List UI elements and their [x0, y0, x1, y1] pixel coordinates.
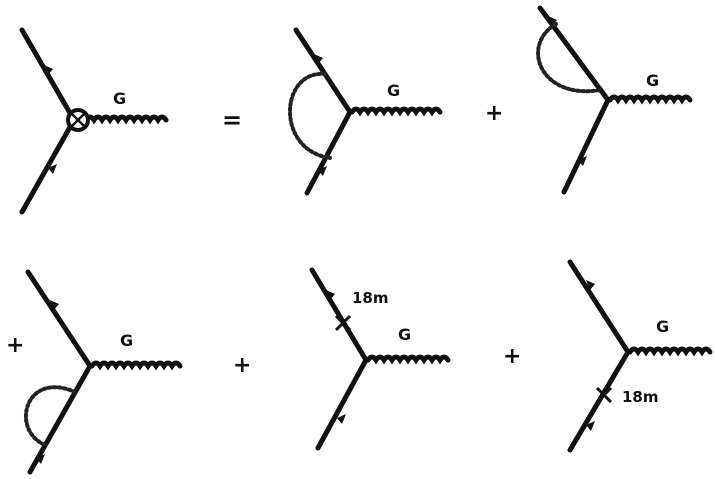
- arrow-mark: [36, 454, 45, 464]
- mass-insertion-icon: [334, 314, 352, 332]
- equals-operator: =: [222, 106, 242, 134]
- plus-operator: +: [485, 101, 503, 126]
- self-energy-loop: [536, 22, 602, 94]
- plus-operator: +: [503, 344, 521, 369]
- arrow-mark: [50, 300, 59, 310]
- arrow-mark: [586, 280, 595, 290]
- gluon-line: [365, 354, 451, 365]
- gluon-line: [607, 94, 693, 105]
- quark-line-upper: [567, 259, 631, 355]
- arrow-mark: [586, 421, 595, 431]
- quark-line-lower: [304, 109, 353, 196]
- gluon-line: [349, 106, 443, 117]
- arrow-mark: [314, 54, 323, 64]
- gluon-label: G: [656, 317, 669, 336]
- arrow-mark: [48, 164, 57, 174]
- arrow-mark: [337, 414, 346, 424]
- arrow-mark: [318, 166, 327, 176]
- mass-label: 18m: [622, 388, 659, 406]
- diagram-2: G: [288, 27, 443, 196]
- gluon-label: G: [398, 325, 411, 344]
- arrow-mark: [44, 65, 53, 75]
- arrow-mark: [326, 290, 335, 300]
- diagram-6: 18m G: [567, 259, 713, 453]
- gluon-line: [627, 346, 713, 357]
- quark-line-upper: [293, 27, 353, 115]
- mass-insertion-icon: [595, 386, 613, 404]
- cross-mark: [70, 112, 86, 128]
- arrow-mark: [578, 156, 587, 166]
- gluon-line: [83, 114, 169, 125]
- gluon-label: G: [120, 331, 133, 350]
- diagram-4: G: [23, 269, 183, 475]
- plus-operator: +: [6, 333, 24, 358]
- self-energy-loop: [23, 385, 77, 447]
- plus-operator: +: [233, 353, 251, 378]
- arrow-mark: [548, 16, 557, 26]
- quark-line-upper: [25, 269, 93, 369]
- quark-line-upper: [537, 5, 611, 103]
- gluon-label: G: [646, 71, 659, 90]
- gluon-label: G: [387, 81, 400, 100]
- diagram-5: 18m G: [309, 267, 451, 451]
- gluon-loop: [288, 71, 332, 160]
- quark-line-lower: [315, 357, 369, 451]
- quark-line-lower: [27, 363, 93, 475]
- gluon-label: G: [113, 89, 126, 108]
- gluon-line: [89, 360, 183, 371]
- quark-line-upper: [309, 267, 369, 363]
- diagram-3: G: [536, 5, 693, 195]
- quark-line-lower: [19, 117, 77, 215]
- diagram-1: G: [19, 27, 169, 215]
- mass-label: 18m: [352, 289, 389, 307]
- quark-line-lower: [561, 97, 611, 195]
